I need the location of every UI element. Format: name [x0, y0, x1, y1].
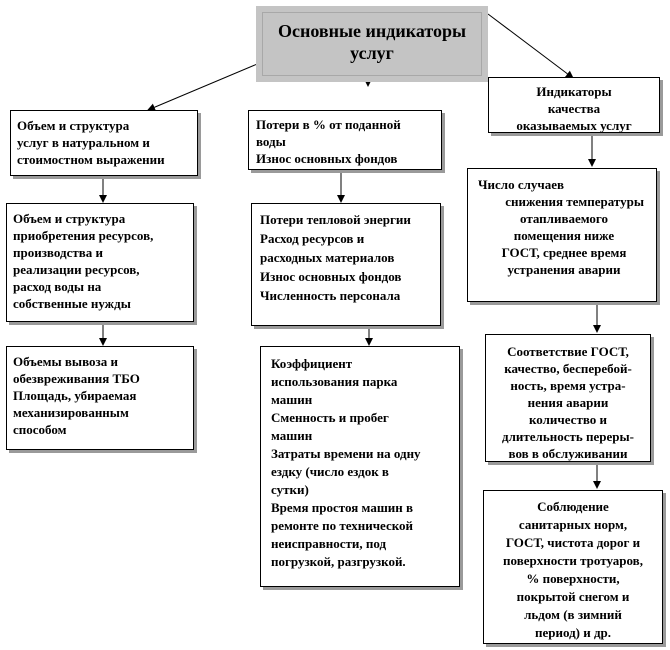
col3-box-temperature: Число случаев снижения температуры отапл…: [467, 168, 657, 302]
title-line-2: услуг: [350, 43, 394, 63]
col1-box-waste: Объемы вывоза и обезвреживания ТБО Площа…: [6, 346, 194, 450]
col1-box2-line: приобретения ресурсов,: [13, 228, 154, 243]
col1-box-volume-structure: Объем и структура услуг в натуральном и …: [10, 110, 198, 176]
col3-box-quality-indicators: Индикаторы качества оказываемых услуг: [488, 77, 660, 133]
col3-box3-line: Соответствие ГОСТ,: [507, 344, 629, 359]
col3-box3-line: качество, бесперебой-: [504, 361, 632, 376]
col2-box2-line: расходных материалов: [260, 250, 395, 265]
col1-box2-line: Объем и структура: [13, 211, 126, 226]
col2-box3-line: использования парка: [271, 374, 398, 389]
col2-box1-line: воды: [256, 134, 286, 149]
col1-box2-line: реализации ресурсов,: [13, 262, 140, 277]
col2-box2-line: Расход ресурсов и: [260, 231, 365, 246]
col2-box3-line: машин: [271, 428, 313, 443]
col3-box4-line: период) и др.: [534, 625, 612, 640]
col1-box3-line: Площадь, убираемая: [13, 388, 137, 403]
col2-box3-line: погрузкой, разгрузкой.: [271, 554, 406, 569]
col2-box3-line: Время простоя машин в: [271, 500, 414, 515]
col2-box3-line: сутки): [271, 482, 309, 497]
title-line-1: Основные индикаторы: [277, 21, 467, 41]
col2-box-losses: Потери в % от поданной воды Износ основн…: [248, 110, 442, 170]
col2-box3-line: ремонте по технической: [271, 518, 414, 533]
col1-box3-line: механизированным: [13, 405, 129, 420]
col3-box3-line: вов в обслуживании: [508, 446, 628, 461]
col3-box1-line: качества: [547, 101, 601, 116]
col1-box1-line: стоимостном выражении: [17, 152, 165, 167]
col3-box3-line: количество и: [528, 412, 608, 427]
col3-box4-line: % поверхности,: [526, 571, 620, 586]
col2-box3-line: Затраты времени на одну: [271, 446, 421, 461]
col3-box2-line: Число случаев: [478, 177, 565, 192]
col3-box2-line: снижения температуры: [505, 194, 644, 209]
col3-box1-line: оказываемых услуг: [516, 118, 632, 133]
col3-box-gost-compliance: Соответствие ГОСТ, качество, бесперебой-…: [485, 334, 651, 462]
col3-box4-line: поверхности тротуаров,: [503, 553, 643, 568]
title-box: Основные индикаторы услуг: [256, 6, 488, 82]
arrow-title-to-col1: [147, 61, 263, 111]
col1-box2-line: расход воды на: [13, 279, 102, 294]
col3-box2-line: устранения аварии: [507, 262, 621, 277]
col1-box1-line: Объем и структура: [17, 118, 130, 133]
col2-box2-line: Износ основных фондов: [260, 269, 402, 284]
col2-box-heat-losses: Потери тепловой энергии Расход ресурсов …: [251, 203, 441, 326]
col2-box3-line: ездку (число ездок в: [271, 464, 389, 479]
col3-box-sanitary-norms: Соблюдение санитарных норм, ГОСТ, чистот…: [483, 490, 663, 644]
col3-box4-line: санитарных норм,: [518, 517, 628, 532]
col2-box2-line: Потери тепловой энергии: [260, 212, 411, 227]
col3-box4-line: покрытой снегом и: [516, 589, 630, 604]
title-frame: [262, 12, 482, 76]
col2-box1-line: Износ основных фондов: [256, 151, 398, 166]
col3-box4-line: Соблюдение: [537, 499, 609, 514]
col1-box-resources: Объем и структура приобретения ресурсов,…: [6, 203, 194, 322]
col2-box3-line: машин: [271, 392, 313, 407]
col3-box2-line: ГОСТ, среднее время: [501, 245, 627, 260]
col1-box1-line: услуг в натуральном и: [17, 135, 150, 150]
col2-box3-line: Коэффициент: [271, 356, 353, 371]
col2-box3-line: неисправности, под: [271, 536, 387, 551]
col1-box3-line: Объемы вывоза и: [13, 354, 118, 369]
col3-box4-line: льдом (в зимний: [524, 607, 622, 622]
col2-box-machines: Коэффициент использования парка машин См…: [260, 346, 460, 587]
col3-box3-line: ность, время устра-: [510, 378, 626, 393]
col3-box1-line: Индикаторы: [536, 84, 612, 99]
col3-box4-line: ГОСТ, чистота дорог и: [505, 535, 641, 550]
col3-box3-line: нения аварии: [527, 395, 609, 410]
col3-box3-line: длительность переры-: [502, 429, 634, 444]
col2-box3-line: Сменность и пробег: [271, 410, 389, 425]
col2-box1-line: Потери в % от поданной: [256, 117, 401, 132]
col3-box2-line: помещения ниже: [513, 228, 615, 243]
col1-box3-line: способом: [13, 422, 67, 437]
col1-box2-line: собственные нужды: [13, 296, 131, 311]
col1-box2-line: производства и: [13, 245, 103, 260]
col3-box2-line: отапливаемого: [519, 211, 609, 226]
col1-box3-line: обезвреживания ТБО: [13, 371, 140, 386]
col2-box2-line: Численность персонала: [260, 288, 401, 303]
arrow-title-to-col3: [487, 13, 574, 79]
